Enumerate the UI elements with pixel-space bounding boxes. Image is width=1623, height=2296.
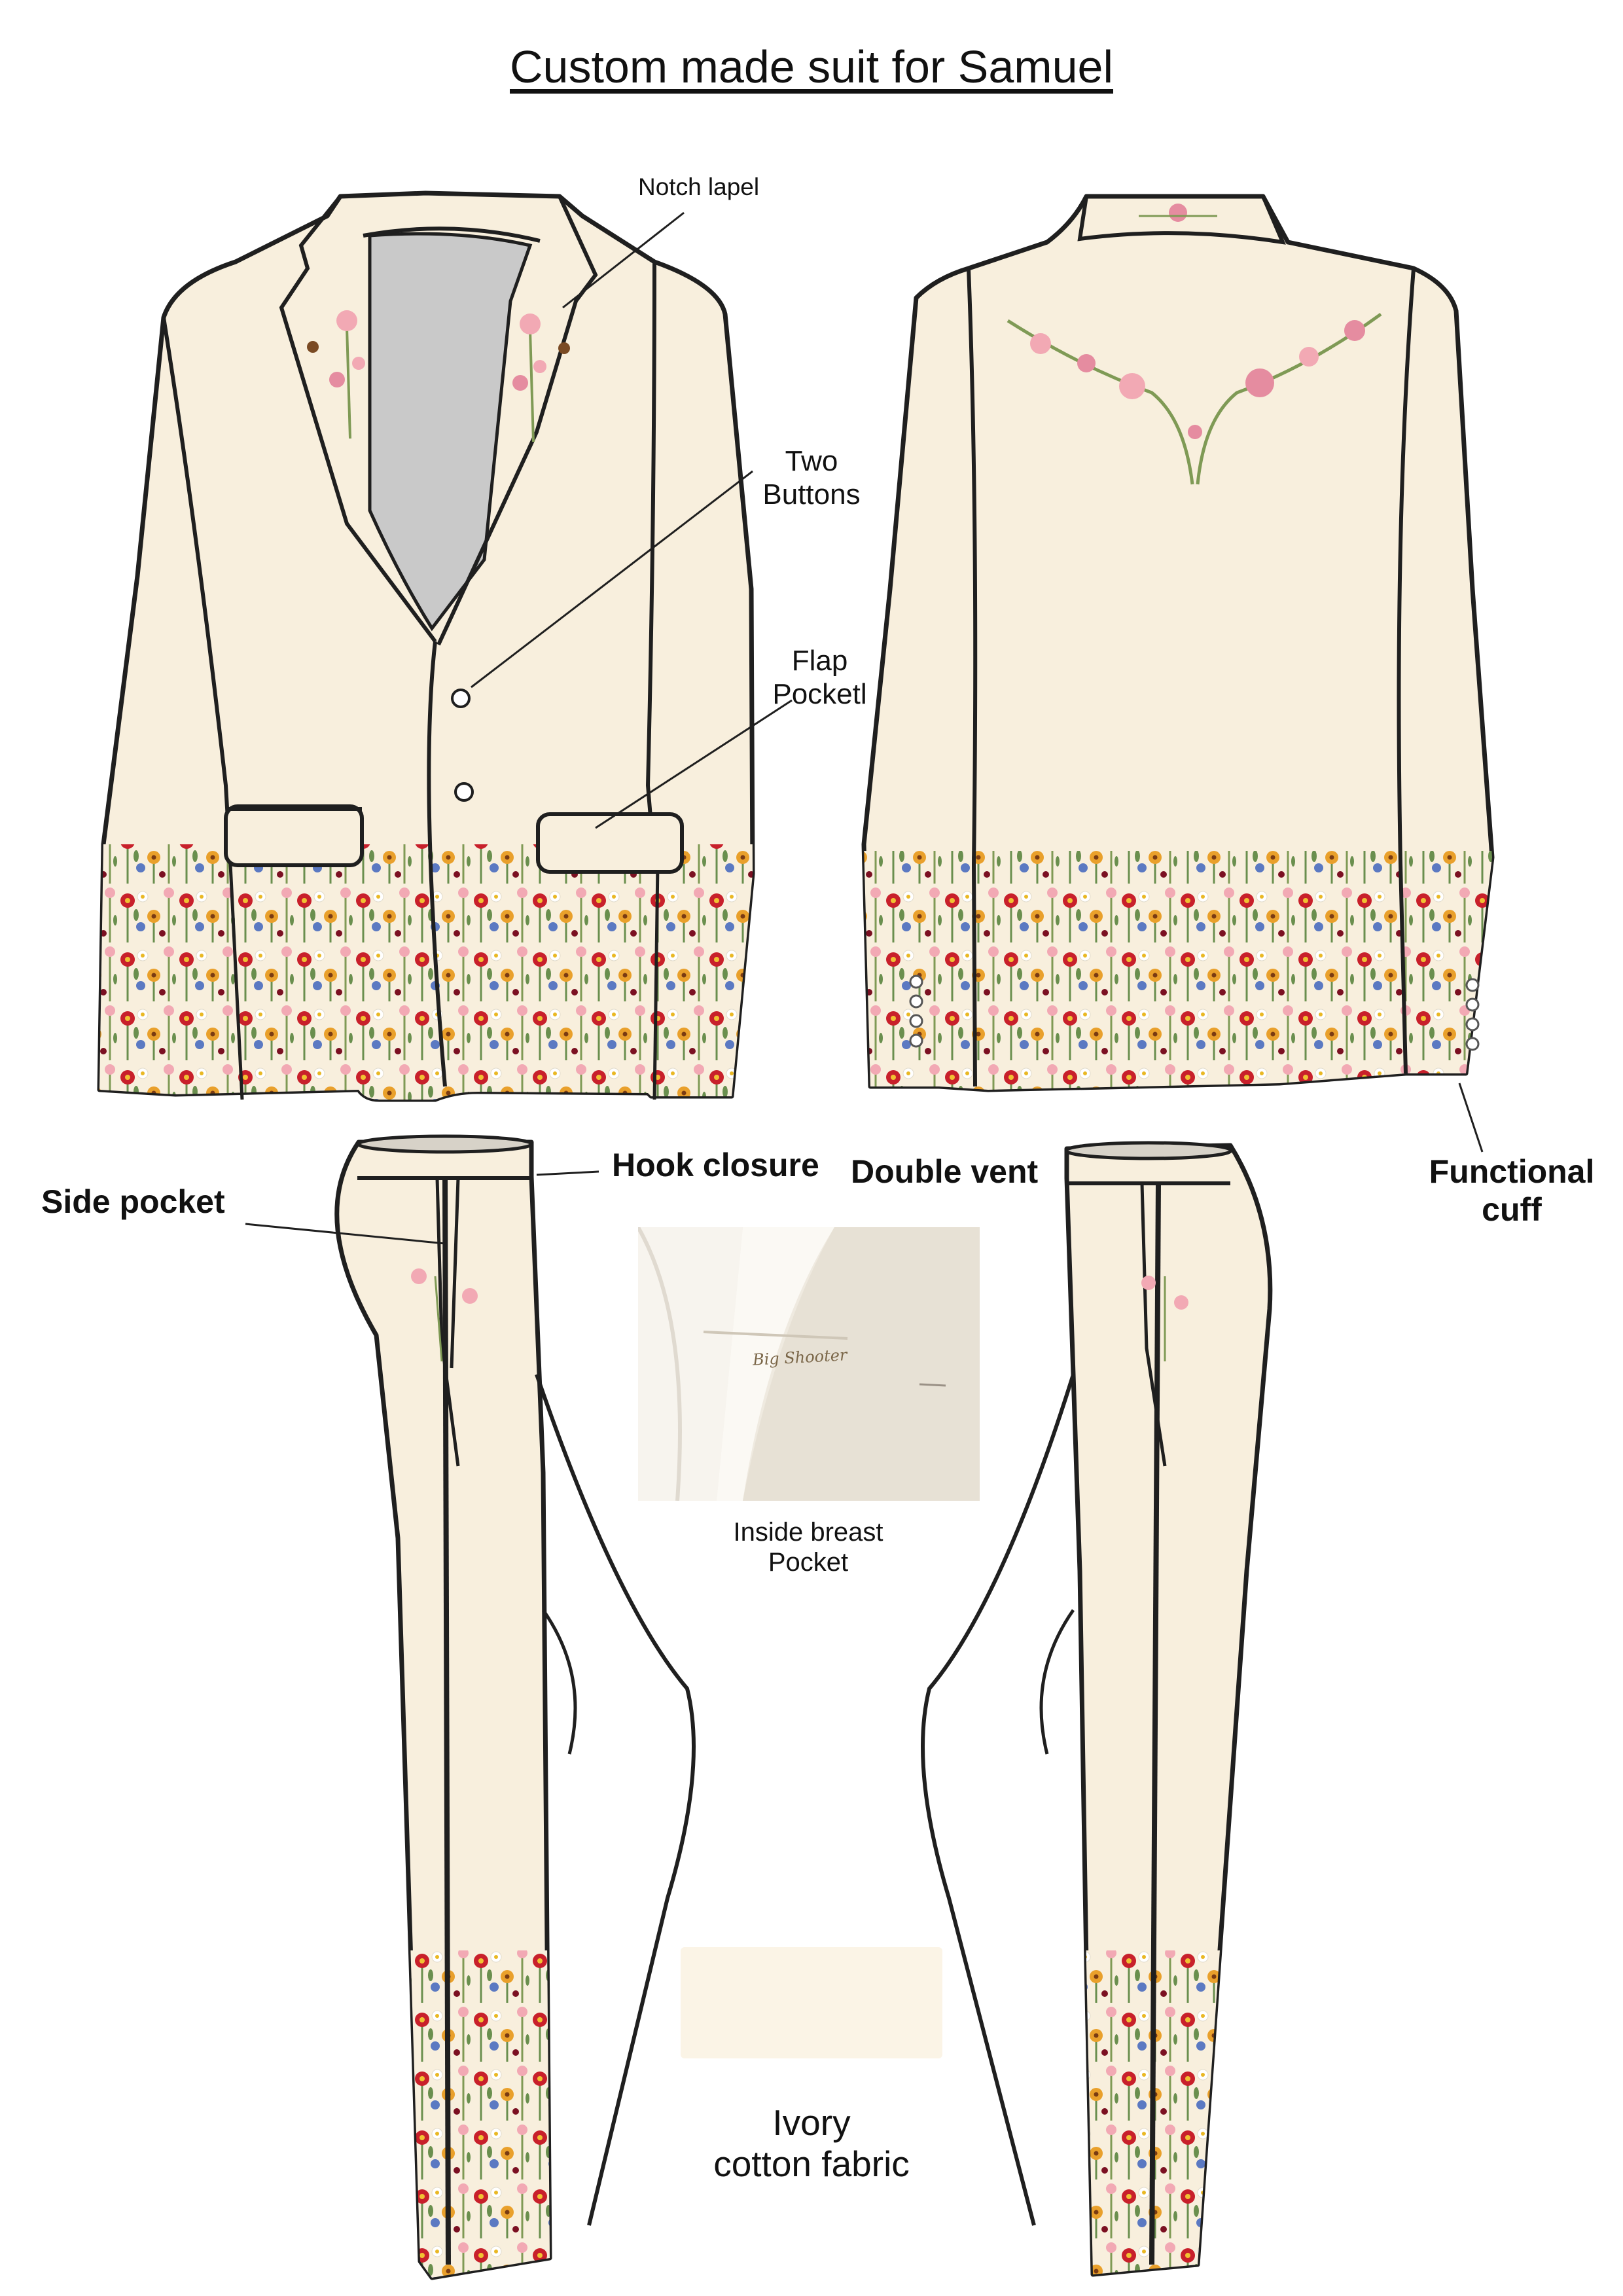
label-fabric-line1: Ivory [772,2102,851,2143]
jacket-front-sketch [97,190,755,1102]
lapel-embroidery [307,310,570,442]
page-title: Custom made suit for Samuel [509,41,1114,92]
leader-lines [245,211,1484,1245]
back-garland-embroidery [1007,312,1382,485]
inside-breast-pocket-photo: Big Shooter [638,1227,980,1501]
label-two-buttons: Two Buttons [753,445,870,511]
label-side-pocket: Side pocket [41,1183,225,1220]
label-ivory-cotton-fabric: Ivory cotton fabric [648,2102,975,2185]
trousers-back-sketch [1064,1141,1273,2277]
label-functional-cuff-line2: cuff [1482,1191,1542,1228]
label-two-buttons-line1: Two [785,445,838,477]
jacket-back-sketch [861,194,1495,1092]
cuff-buttons [909,975,1480,1051]
label-functional-cuff-line1: Functional [1429,1153,1595,1190]
label-inside-breast-line1: Inside breast [733,1518,883,1547]
trousers-front-sketch [334,1134,552,2280]
label-fabric-line2: cotton fabric [713,2144,910,2185]
label-flap-pocket-line1: Flap [791,645,848,677]
label-double-vent: Double vent [851,1153,1039,1190]
label-inside-breast-line2: Pocket [768,1548,849,1577]
label-flap-pocket-line2: Pocketl [772,677,867,710]
label-flap-pocket: Flap Pocketl [766,645,874,711]
label-functional-cuff: Functional cuff [1414,1153,1610,1229]
label-inside-breast-pocket: Inside breast Pocket [677,1517,939,1577]
label-hook-closure: Hook closure [612,1147,819,1183]
label-two-buttons-line2: Buttons [762,478,861,511]
ivory-fabric-swatch [681,1947,942,2058]
label-notch-lapel: Notch lapel [638,173,760,200]
